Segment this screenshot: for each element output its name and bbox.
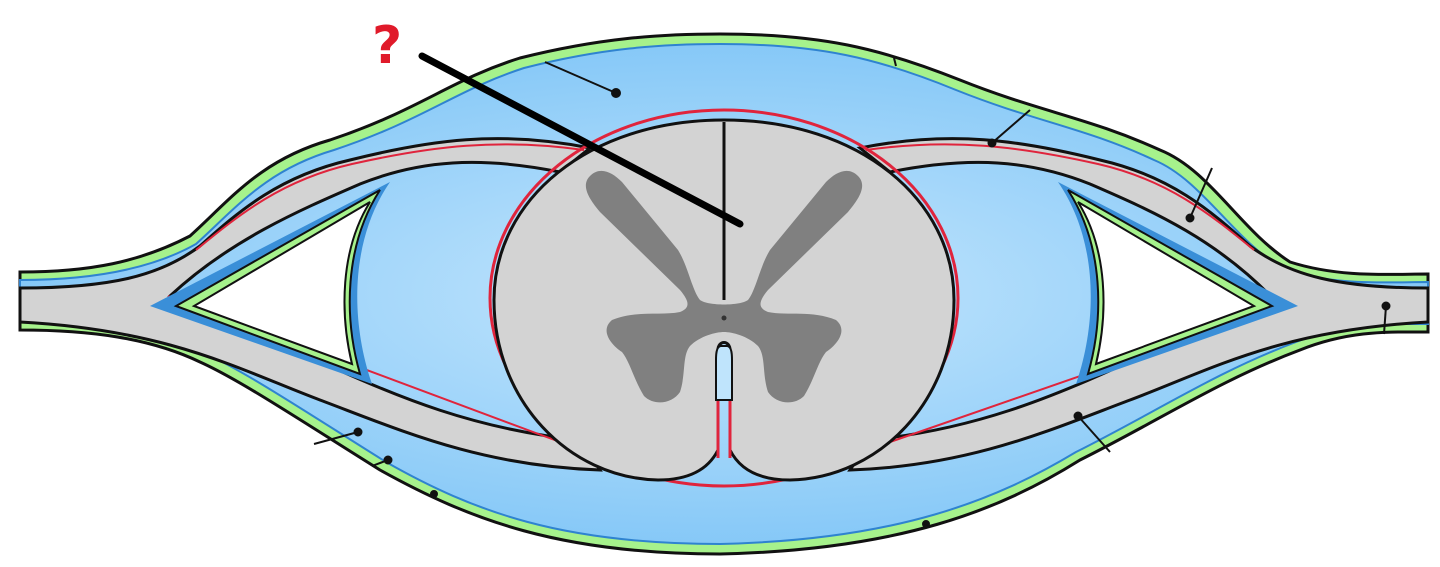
central-canal	[721, 315, 727, 321]
question-pointer-line	[418, 52, 744, 228]
root-gap-left	[150, 182, 390, 384]
grey-matter	[585, 170, 863, 403]
question-label: ?	[372, 16, 403, 76]
leader-lines	[313, 57, 1391, 528]
root-gap-right	[1058, 182, 1298, 384]
